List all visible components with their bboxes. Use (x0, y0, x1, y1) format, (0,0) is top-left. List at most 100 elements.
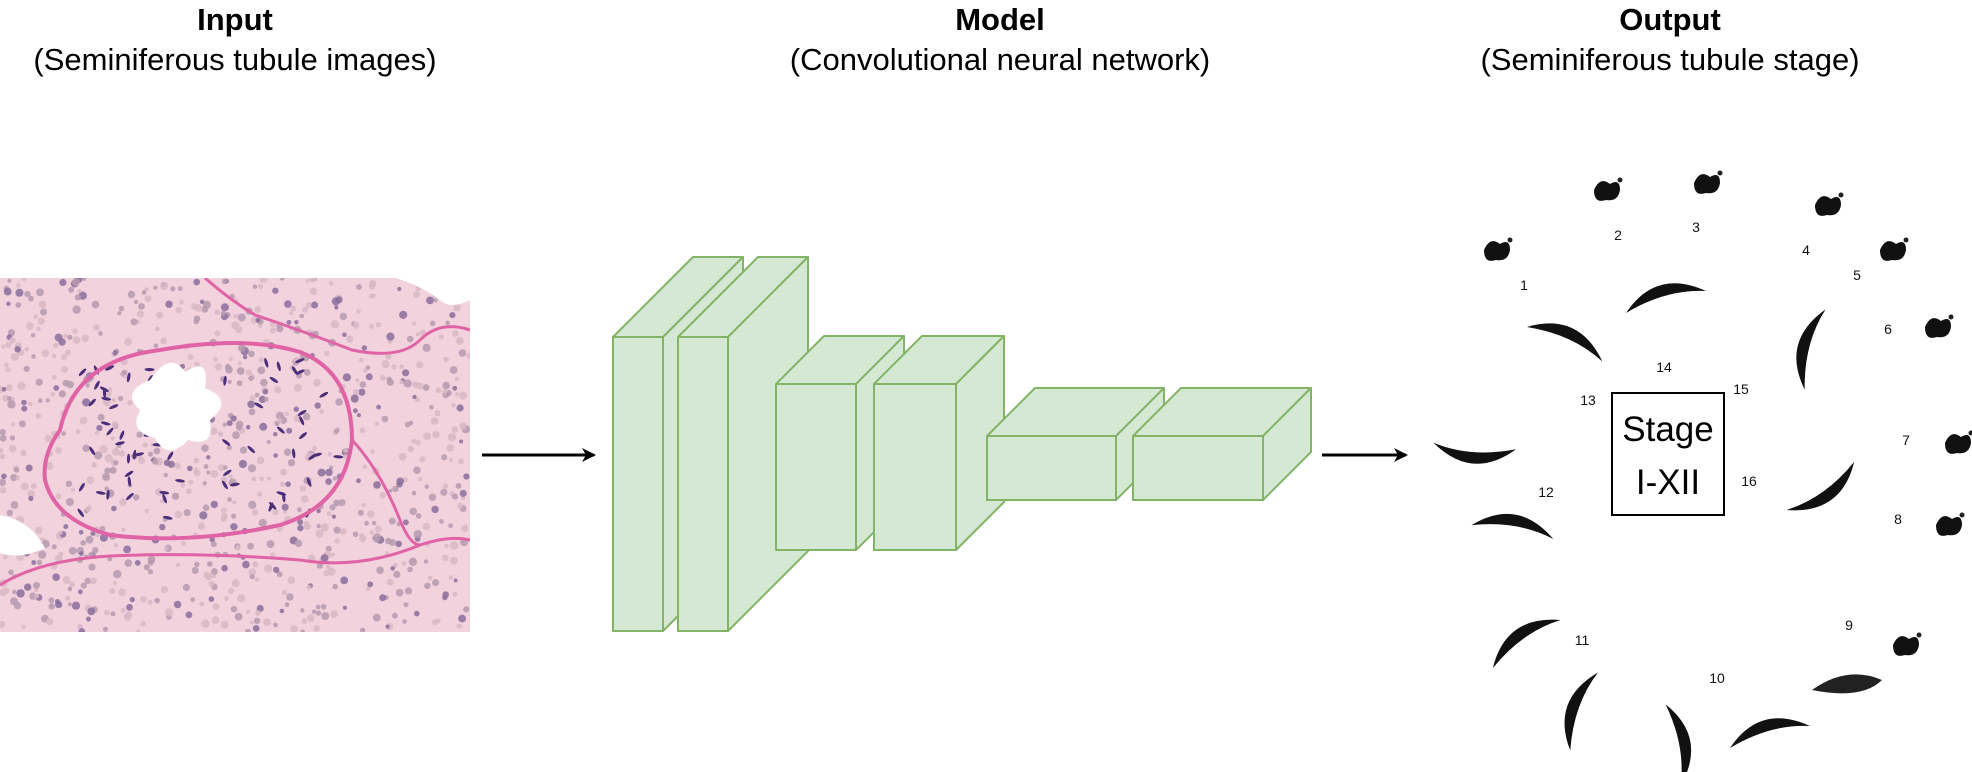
cell-nucleus (8, 569, 14, 575)
cell-nucleus (233, 314, 238, 319)
stage-cell-shape (1796, 309, 1826, 390)
cell-nucleus (424, 582, 431, 589)
cell-nucleus (237, 344, 246, 352)
cell-nucleus (279, 278, 285, 281)
cell-nucleus (253, 617, 261, 624)
cell-nucleus (358, 388, 366, 396)
cell-nucleus (392, 612, 398, 619)
cell-nucleus (61, 431, 66, 436)
cell-nucleus (294, 320, 299, 325)
cell-nucleus (231, 513, 237, 519)
cell-nucleus (325, 478, 332, 485)
cell-nucleus (403, 519, 409, 526)
cell-nucleus (303, 368, 311, 376)
cell-nucleus (118, 450, 126, 457)
cell-nucleus (60, 354, 67, 361)
cell-nucleus (80, 540, 86, 546)
cell-nucleus (266, 540, 275, 549)
cell-nucleus (204, 572, 213, 581)
cell-nucleus (426, 296, 434, 305)
spermatid-nucleus (115, 441, 125, 446)
input-subtitle: (Seminiferous tubule images) (33, 42, 437, 77)
cell-nucleus (68, 286, 75, 293)
cell-nucleus (339, 528, 347, 535)
stage-number-label: 15 (1733, 381, 1749, 397)
cell-nucleus (201, 444, 209, 453)
cell-nucleus (48, 597, 55, 604)
stage-cell-shape (1626, 283, 1706, 313)
cell-nucleus (263, 396, 269, 402)
cell-nucleus (91, 462, 97, 468)
cell-nucleus (335, 296, 343, 304)
cell-nucleus (258, 324, 263, 329)
cell-nucleus (432, 579, 440, 587)
spermatid-nucleus (295, 369, 305, 375)
cell-nucleus (305, 278, 310, 283)
cell-nucleus (27, 401, 33, 407)
spermatid-nucleus (223, 469, 232, 476)
cell-nucleus (230, 523, 238, 531)
cell-nucleus (74, 294, 81, 301)
cell-nucleus (256, 491, 263, 497)
cell-nucleus (207, 561, 213, 567)
cell-nucleus (457, 502, 464, 509)
spermatid-nucleus (264, 357, 269, 368)
cell-nucleus (290, 305, 297, 312)
cell-nucleus (24, 291, 31, 298)
cell-nucleus (104, 486, 109, 492)
cell-nucleus (270, 552, 275, 558)
cell-nucleus (415, 513, 422, 519)
cell-nucleus (263, 618, 271, 626)
cell-nucleus (456, 404, 464, 412)
cell-nucleus (0, 447, 4, 454)
cell-nucleus (103, 400, 111, 407)
spermatid-nucleus (94, 380, 100, 390)
cell-nucleus (433, 298, 438, 303)
cell-nucleus (365, 365, 371, 371)
cell-nucleus (0, 621, 6, 628)
cell-nucleus (434, 410, 441, 417)
spermatid-nucleus (333, 455, 344, 459)
cell-nucleus (37, 317, 45, 325)
stage-cell-shape (1936, 512, 1965, 536)
cell-nucleus (0, 588, 7, 596)
cell-nucleus (279, 608, 285, 614)
cell-nucleus (63, 333, 68, 339)
cell-nucleus (194, 561, 200, 568)
cell-nucleus (238, 459, 247, 469)
cell-nucleus (402, 369, 410, 377)
cell-nucleus (93, 324, 100, 331)
cell-nucleus (126, 603, 133, 611)
cell-nucleus (380, 375, 386, 381)
cell-nucleus (21, 405, 28, 412)
cell-nucleus (365, 586, 371, 592)
stage-cell-shape (1694, 170, 1723, 194)
cell-nucleus (75, 429, 81, 435)
stage-range-label: I-XII (1636, 463, 1700, 502)
cell-nucleus (176, 562, 181, 568)
cell-nucleus (199, 299, 205, 304)
spermatid-nucleus (89, 446, 96, 456)
cell-nucleus (314, 402, 321, 409)
cell-nucleus (325, 564, 331, 570)
cell-nucleus (67, 586, 73, 592)
cell-nucleus (193, 361, 200, 368)
cell-nucleus (340, 576, 349, 585)
cell-nucleus (255, 610, 261, 616)
cell-nucleus (362, 464, 368, 470)
cell-nucleus (0, 428, 6, 436)
stage-cell-shape (1893, 632, 1922, 656)
cell-nucleus (255, 317, 261, 323)
spermatid-nucleus (167, 451, 174, 461)
cell-nucleus (451, 426, 459, 433)
spermatid-nucleus (106, 489, 110, 500)
cell-nucleus (210, 469, 219, 478)
cell-nucleus (111, 505, 117, 512)
cell-nucleus (155, 488, 163, 496)
cell-nucleus (442, 554, 449, 562)
cell-nucleus (359, 627, 366, 632)
cell-nucleus (230, 415, 237, 422)
cell-nucleus (174, 510, 183, 519)
cell-nucleus (273, 453, 278, 458)
